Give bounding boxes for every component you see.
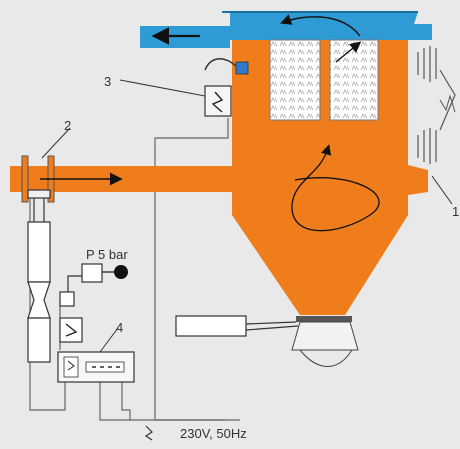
pressure-regulator xyxy=(59,263,128,307)
control-switch-3 xyxy=(204,85,232,117)
power-label: 230V, 50Hz xyxy=(180,426,247,441)
side-wave xyxy=(439,94,456,113)
pneumatic-cylinder xyxy=(27,189,51,363)
power-symbol xyxy=(144,425,153,441)
solenoid-valve xyxy=(235,61,249,75)
callout-1: 1 xyxy=(452,204,459,219)
filter-cartridge-left xyxy=(269,39,321,121)
side-bulge-outline xyxy=(439,69,456,131)
discharge-actuator xyxy=(175,315,299,337)
swirl-flow-line xyxy=(291,144,380,232)
vibration-sensor-lower xyxy=(417,128,437,164)
valve-hose xyxy=(204,58,237,71)
callout-2: 2 xyxy=(64,118,71,133)
vibration-sensor-upper xyxy=(417,46,437,82)
electric-switch-box xyxy=(59,317,83,343)
plenum-circulation-arrow xyxy=(280,14,361,37)
callout-leaders xyxy=(41,79,453,353)
filter-flow-arrow xyxy=(335,41,362,63)
control-unit-4 xyxy=(57,351,135,383)
callout-4: 4 xyxy=(116,320,123,335)
filter-cartridge-right xyxy=(329,39,379,121)
pressure-label: P 5 bar xyxy=(86,247,128,262)
callout-3: 3 xyxy=(104,74,111,89)
discharge-valve xyxy=(291,316,359,367)
clean-gas-plenum xyxy=(140,12,432,48)
